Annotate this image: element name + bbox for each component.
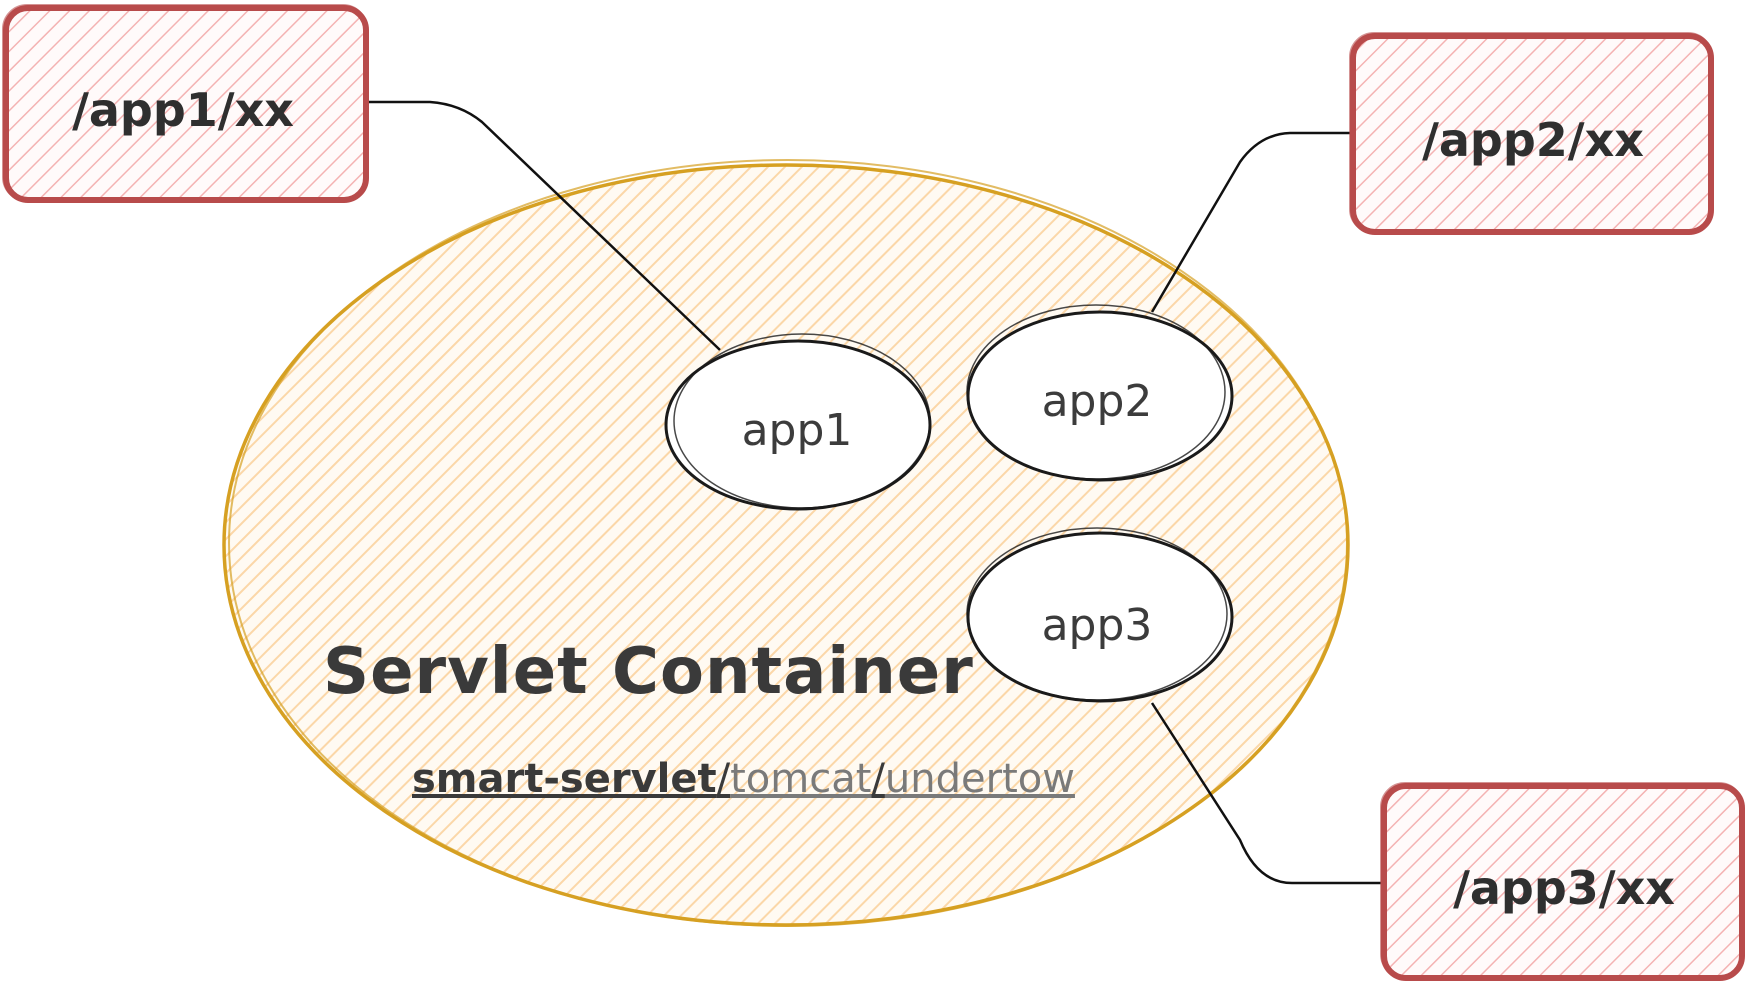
app-label-app3: app3 bbox=[1042, 600, 1153, 651]
container-impls: smart-servlet/tomcat/undertow bbox=[412, 756, 1075, 802]
impl-tomcat: tomcat bbox=[730, 756, 871, 802]
impl-separator-1: / bbox=[717, 756, 731, 802]
connector-app1 bbox=[366, 100, 721, 351]
route-label-app2: /app2/xx bbox=[1422, 113, 1644, 167]
app-node-app3[interactable]: app3 bbox=[966, 527, 1234, 703]
connectors bbox=[366, 100, 1384, 885]
route-box-app3[interactable]: /app3/xx bbox=[1380, 782, 1745, 981]
connector-app3 bbox=[1150, 702, 1384, 885]
app-label-app1: app1 bbox=[742, 405, 853, 456]
route-box-app2[interactable]: /app2/xx bbox=[1349, 32, 1714, 235]
impl-separator-2: / bbox=[871, 756, 885, 802]
connector-app2 bbox=[1150, 131, 1353, 313]
route-box-app1[interactable]: /app1/xx bbox=[2, 4, 369, 203]
app-node-app2[interactable]: app2 bbox=[966, 304, 1234, 482]
route-label-app3: /app3/xx bbox=[1453, 861, 1675, 915]
route-label-app1: /app1/xx bbox=[72, 83, 294, 137]
container-title: Servlet Container bbox=[323, 635, 974, 709]
app-node-app1[interactable]: app1 bbox=[664, 333, 932, 511]
impl-undertow: undertow bbox=[885, 756, 1075, 802]
impl-smart-servlet: smart-servlet bbox=[412, 756, 717, 802]
servlet-container bbox=[222, 159, 1350, 927]
app-label-app2: app2 bbox=[1042, 376, 1153, 427]
